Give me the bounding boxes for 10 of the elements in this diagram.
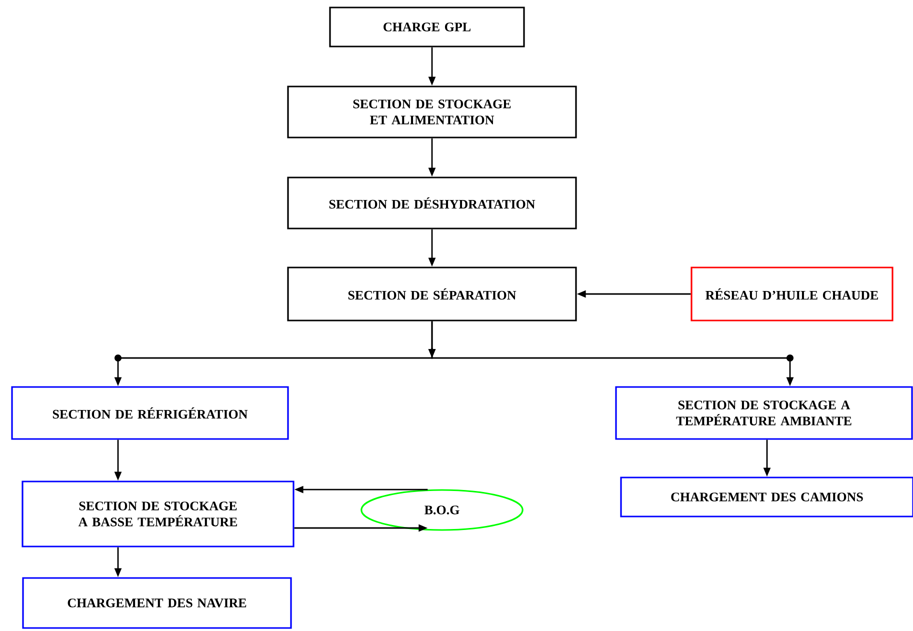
process-box: CHARGEMENT DES NAVIRE [22, 577, 292, 629]
process-box: CHARGE GPL [329, 6, 525, 48]
process-box: CHARGEMENT DES CAMIONS [620, 476, 913, 518]
process-box: SECTION DE SÉPARATION [287, 266, 577, 322]
process-box: SECTION DE RÉFRIGÉRATION [11, 386, 289, 440]
process-box: SECTION DE STOCKAGE ET ALIMENTATION [287, 86, 577, 138]
process-box: SECTION DE STOCKAGE A TEMPÉRATURE AMBIANTE [615, 386, 913, 440]
process-box: SECTION DE DÉSHYDRATATION [287, 176, 577, 230]
process-box: SECTION DE STOCKAGE A BASSE TEMPÉRATURE [22, 480, 294, 548]
process-box: RÉSEAU D’HUILE CHAUDE [690, 266, 894, 322]
